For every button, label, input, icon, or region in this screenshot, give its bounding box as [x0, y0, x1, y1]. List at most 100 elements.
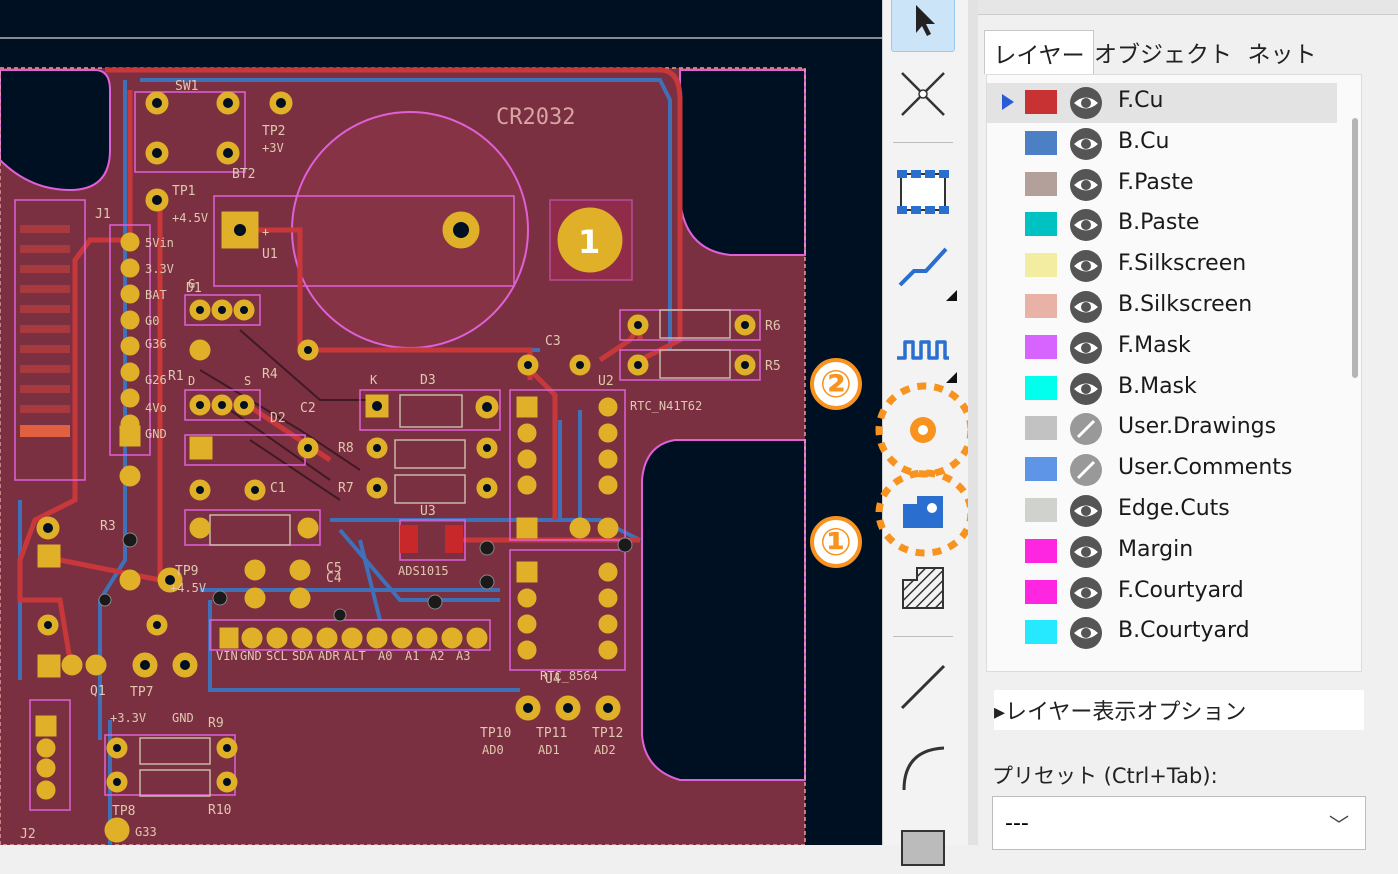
layer-color-swatch[interactable]: [1025, 171, 1057, 196]
tab-objects[interactable]: オブジェクト: [1094, 42, 1232, 68]
ref-designator-label: J2: [20, 827, 36, 842]
layer-color-swatch[interactable]: [1025, 212, 1057, 237]
layer-row[interactable]: B.Silkscreen: [987, 287, 1337, 327]
layer-color-swatch[interactable]: [1025, 538, 1057, 563]
layer-row[interactable]: B.Paste: [987, 205, 1337, 245]
eye-icon[interactable]: [1069, 290, 1103, 324]
ref-designator-label: R6: [765, 319, 781, 334]
layer-row[interactable]: User.Drawings: [987, 409, 1337, 449]
eye-icon[interactable]: [1069, 494, 1103, 528]
eye-icon[interactable]: [1069, 249, 1103, 283]
layer-display-options-toggle[interactable]: ▸レイヤー表示オプション: [994, 690, 1364, 730]
silkscreen-text: 5Vin: [145, 236, 174, 250]
silkscreen-text: +4.5V: [172, 211, 208, 225]
layer-row[interactable]: B.Courtyard: [987, 613, 1337, 653]
ref-designator-label: R3: [100, 519, 116, 534]
silkscreen-text: SDA: [292, 649, 314, 663]
draw-line-button[interactable]: [891, 655, 955, 719]
ref-designator-label: R9: [208, 716, 224, 731]
ref-designator-label: U4: [545, 672, 561, 687]
ref-designator-label: U3: [420, 504, 436, 519]
add-via-button[interactable]: [891, 398, 955, 462]
layer-row[interactable]: User.Comments: [987, 450, 1337, 490]
layer-row[interactable]: B.Mask: [987, 369, 1337, 409]
layer-color-swatch[interactable]: [1025, 620, 1057, 645]
layer-row[interactable]: F.Mask: [987, 328, 1337, 368]
layer-color-swatch[interactable]: [1025, 294, 1057, 318]
eye-hidden-icon[interactable]: [1069, 453, 1103, 487]
layer-color-swatch[interactable]: [1025, 416, 1057, 441]
panel-splitter[interactable]: [968, 0, 978, 845]
eye-icon[interactable]: [1069, 576, 1103, 610]
layer-name: User.Comments: [1118, 455, 1293, 481]
pad-icon: [903, 496, 943, 528]
eye-icon[interactable]: [1069, 616, 1103, 650]
eye-icon[interactable]: [1069, 331, 1103, 365]
layer-row[interactable]: F.Silkscreen: [987, 246, 1337, 286]
eye-hidden-icon[interactable]: [1069, 412, 1103, 446]
eye-icon[interactable]: [1069, 168, 1103, 202]
ref-designator-label: TP7: [130, 685, 153, 700]
ref-designator-label: D3: [420, 373, 436, 388]
tune-length-button[interactable]: [891, 318, 955, 382]
layer-color-swatch[interactable]: [1025, 457, 1057, 482]
layer-color-swatch[interactable]: [1025, 498, 1057, 522]
rectangle-icon: [901, 830, 945, 866]
eye-icon[interactable]: [1069, 127, 1103, 161]
silkscreen-text: G0: [145, 314, 159, 328]
route-track-button[interactable]: [891, 232, 955, 296]
ref-designator-label: TP11: [536, 726, 567, 741]
layer-row[interactable]: Edge.Cuts: [987, 491, 1337, 531]
silkscreen-text: G: [188, 277, 195, 291]
draw-rectangle-button[interactable]: [891, 810, 955, 874]
tab-nets[interactable]: ネット: [1247, 42, 1317, 68]
eye-icon[interactable]: [1069, 535, 1103, 569]
submenu-indicator-icon: [946, 372, 957, 383]
eye-icon[interactable]: [1069, 372, 1103, 406]
add-zone-button[interactable]: [891, 556, 955, 620]
layer-name: F.Mask: [1118, 332, 1191, 358]
ref-designator-label: C2: [300, 401, 316, 416]
layer-row[interactable]: B.Cu: [987, 124, 1337, 164]
layer-color-swatch[interactable]: [1025, 334, 1057, 359]
silkscreen-text: GND: [240, 649, 262, 663]
draw-arc-button[interactable]: [891, 735, 955, 799]
route-track-icon: [898, 247, 948, 287]
ref-designator-label: C1: [270, 481, 286, 496]
preset-value: ---: [1005, 811, 1029, 836]
layer-color-swatch[interactable]: [1025, 579, 1057, 604]
callout-number-1: ①: [810, 516, 862, 568]
layer-name: B.Courtyard: [1118, 618, 1250, 644]
ref-designator-label: TP12: [592, 726, 623, 741]
layer-color-swatch[interactable]: [1025, 375, 1057, 400]
silkscreen-text: ADS1015: [398, 564, 449, 578]
add-pad-button[interactable]: [891, 480, 955, 544]
layer-color-swatch[interactable]: [1025, 130, 1057, 155]
pcb-canvas[interactable]: CR2032: [0, 0, 882, 845]
eye-icon[interactable]: [1069, 86, 1103, 120]
add-footprint-button[interactable]: [891, 160, 955, 224]
layer-color-swatch[interactable]: [1025, 253, 1057, 278]
layer-row[interactable]: F.Paste: [987, 165, 1337, 205]
silkscreen-text: +3V: [262, 141, 284, 155]
ref-designator-label: R10: [208, 803, 231, 818]
layer-list-scrollbar[interactable]: [1352, 118, 1358, 378]
layer-row[interactable]: Margin: [987, 532, 1337, 572]
eye-icon[interactable]: [1069, 208, 1103, 242]
callout-number-2: ②: [810, 358, 862, 410]
battery-label: CR2032: [496, 105, 575, 130]
select-tool-button[interactable]: [891, 0, 955, 52]
layer-color-swatch[interactable]: [1025, 90, 1057, 114]
arc-icon: [902, 746, 945, 791]
no-connect-icon: [901, 72, 945, 116]
layer-row[interactable]: F.Cu: [987, 83, 1337, 123]
tab-layers[interactable]: レイヤー: [984, 30, 1094, 74]
preset-select[interactable]: --- ﹀: [992, 796, 1366, 850]
silkscreen-text: 3.3V: [145, 262, 174, 276]
silkscreen-text: S: [244, 374, 251, 388]
no-connect-button[interactable]: [891, 62, 955, 126]
silkscreen-text: ADR: [318, 649, 340, 663]
pcb-drawing: CR2032: [0, 37, 882, 845]
layer-row[interactable]: F.Courtyard: [987, 573, 1337, 613]
